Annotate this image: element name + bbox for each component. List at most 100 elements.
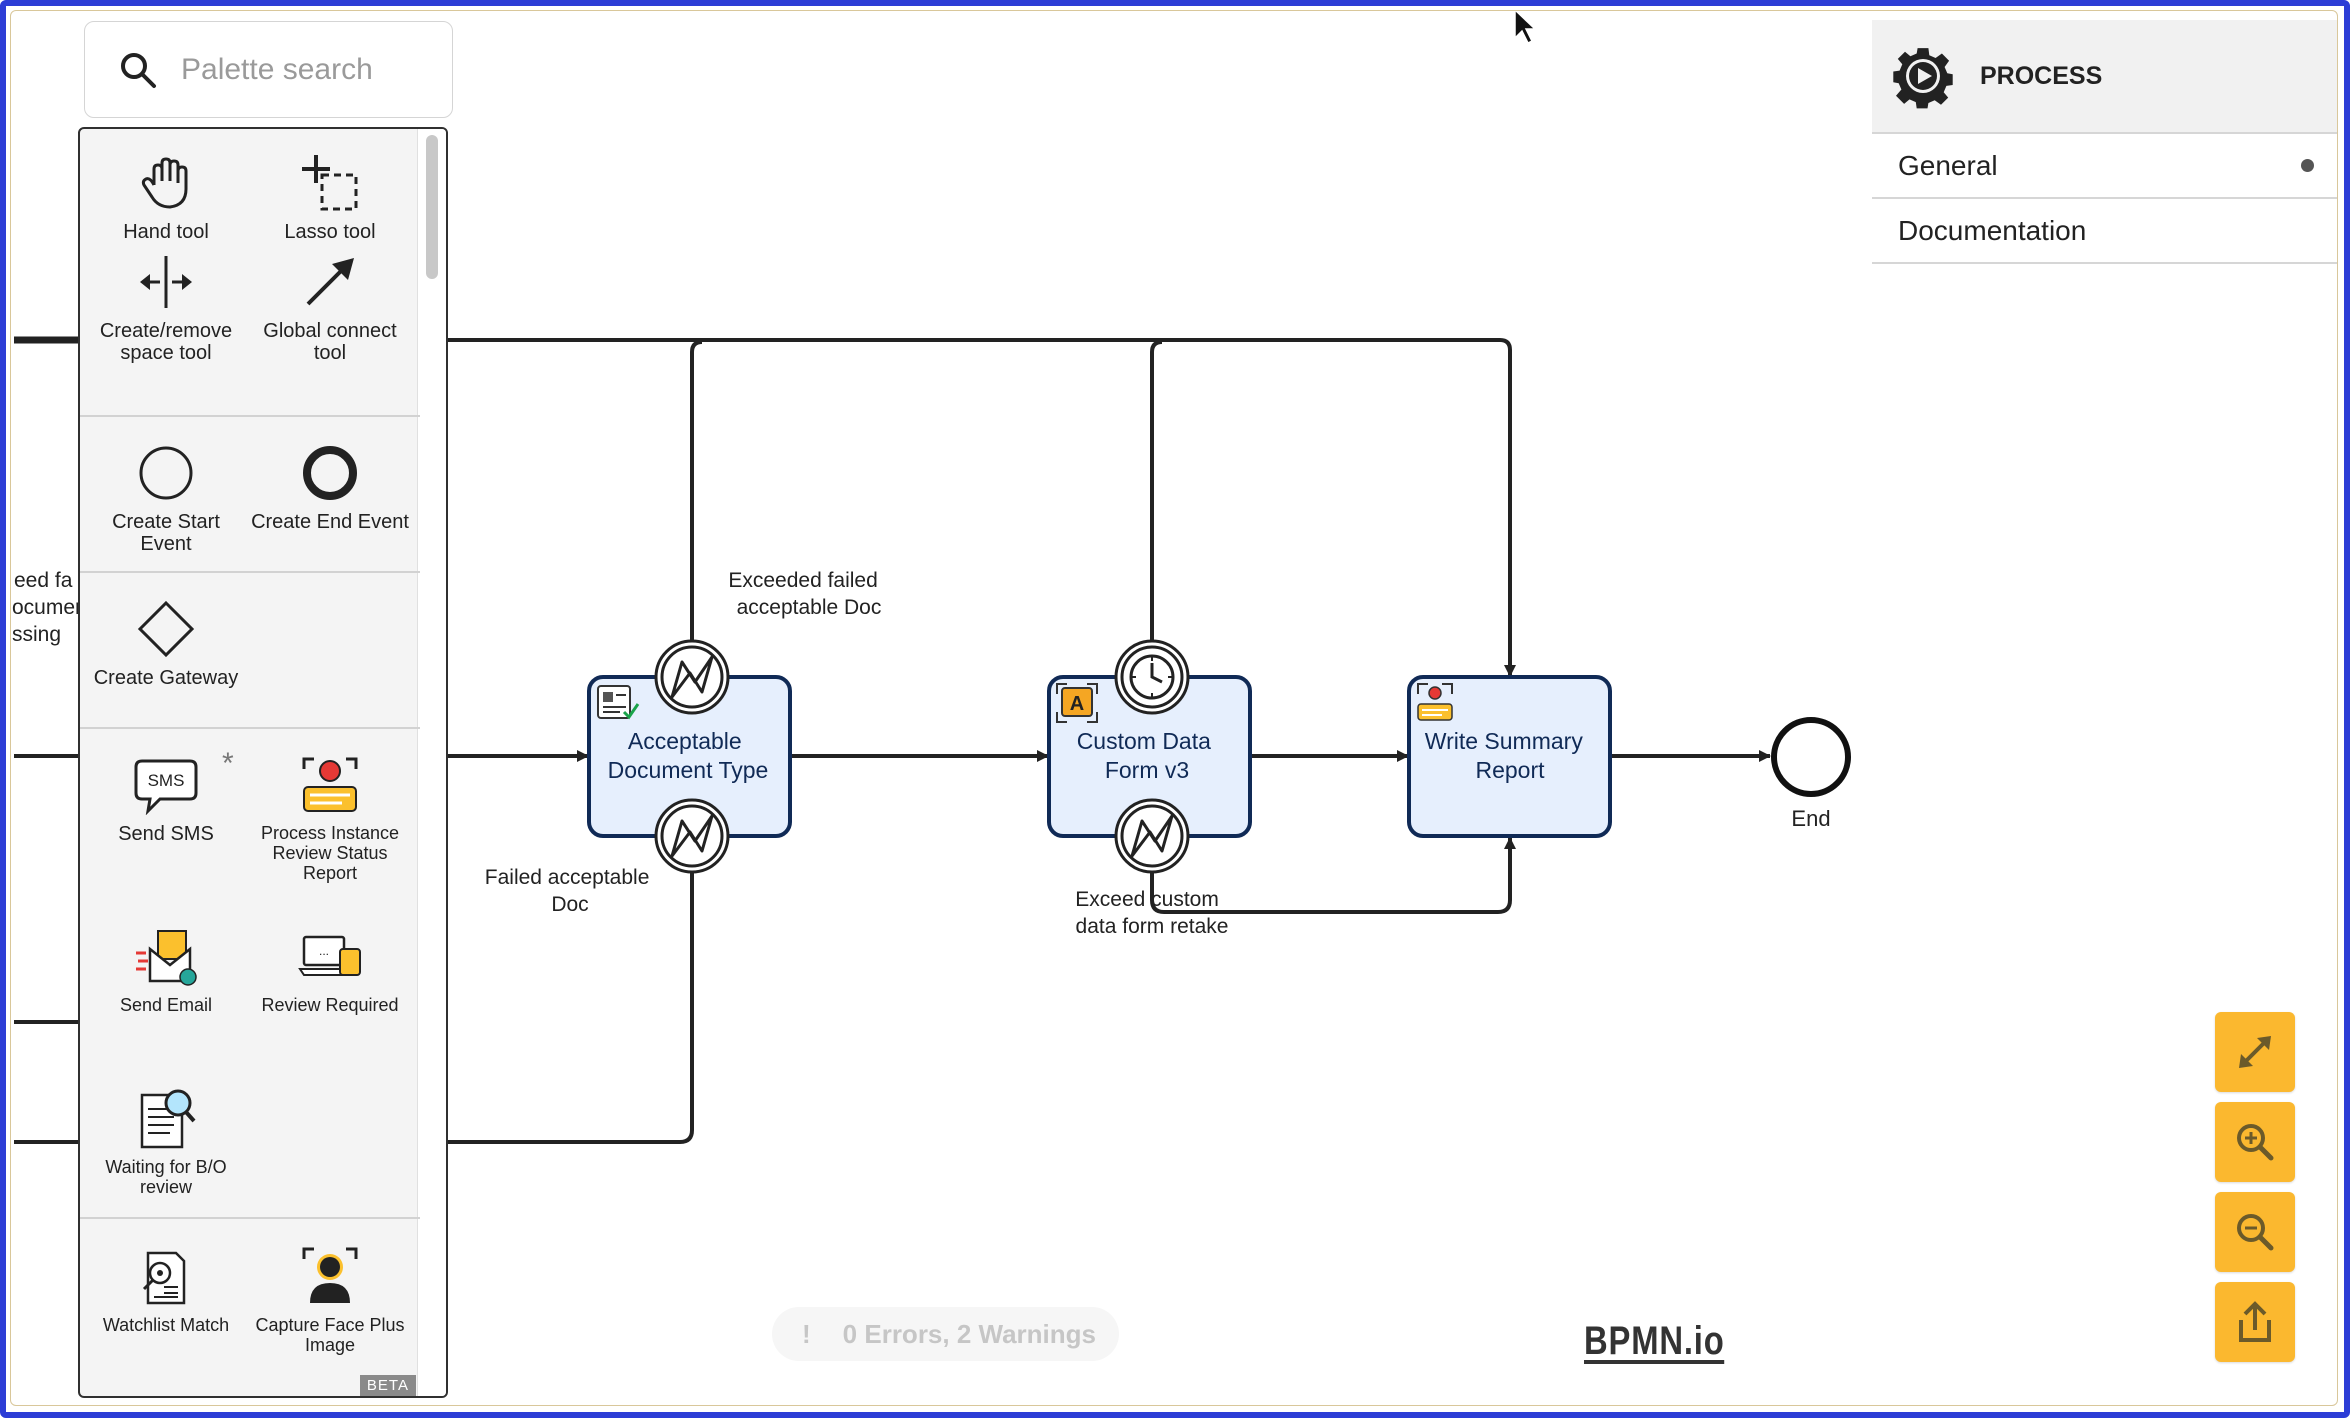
end-event-icon (303, 446, 357, 500)
svg-text:...: ... (319, 944, 329, 958)
end-event-label: End (1791, 806, 1830, 831)
palette-item-label: Capture Face Plus Image (255, 1315, 405, 1355)
properties-section-documentation[interactable]: Documentation (1872, 199, 2338, 264)
error-icon (670, 655, 714, 699)
palette-scrollbar[interactable] (417, 129, 446, 1396)
flow-label-failed-acceptable[interactable]: Failed acceptable Doc (485, 866, 655, 916)
section-label: Documentation (1898, 214, 2087, 246)
error-icon (1130, 814, 1174, 858)
palette-space-tool[interactable]: Create/remove space tool (84, 244, 248, 364)
palette-separator (80, 1217, 420, 1219)
linting-status-text: 0 Errors, 2 Warnings (842, 1318, 1097, 1349)
lasso-icon (302, 155, 358, 211)
palette-start-event[interactable]: Create Start Event (84, 435, 248, 555)
boundary-timer-event-custom-top[interactable] (1114, 639, 1190, 715)
palette-scroll-thumb[interactable] (426, 135, 438, 279)
watchlist-icon (142, 1251, 186, 1305)
svg-text:A: A (1070, 693, 1084, 715)
changed-indicator-dot (2301, 159, 2314, 172)
document-magnifier-icon (140, 1089, 196, 1149)
beta-badge: BETA (359, 1375, 416, 1396)
task-label: Write Summary Report (1425, 728, 1589, 783)
mouse-cursor-icon (1514, 8, 1537, 45)
flow-top-line[interactable] (14, 338, 1516, 677)
palette-hand-tool[interactable]: Hand tool (84, 145, 248, 243)
share-icon (2239, 1301, 2271, 1342)
palette-review-required[interactable]: ... Review Required (248, 919, 412, 1015)
palette-process-instance-review[interactable]: Process Instance Review Status Report (248, 747, 412, 883)
task-write-summary-report[interactable]: Write Summary Report (1407, 675, 1612, 838)
flow-label-exceeded-failed[interactable]: Exceeded failed acceptable Doc (728, 569, 883, 619)
palette-separator (80, 415, 420, 417)
task-custom-data-form[interactable]: A Custom Data Form v3 (1047, 675, 1252, 838)
start-event-icon (139, 446, 193, 500)
export-button[interactable] (2215, 1282, 2295, 1362)
zoom-out-icon (2237, 1214, 2274, 1251)
palette-search-input[interactable] (179, 51, 443, 88)
timer-icon (1129, 654, 1175, 700)
palette-search[interactable] (84, 21, 453, 118)
gateway-icon (137, 600, 195, 658)
space-tool-icon (140, 256, 192, 308)
flow-from-custom-boundary-top[interactable] (1150, 340, 1163, 640)
error-icon (670, 814, 714, 858)
palette-global-connect[interactable]: Global connect tool (248, 244, 412, 364)
hand-icon (141, 157, 188, 209)
face-scan-report-icon (1417, 683, 1453, 721)
sms-icon: SMS (134, 759, 198, 815)
document-check-icon (597, 685, 640, 720)
search-icon (121, 52, 156, 88)
flow-custom-retake-to-summary[interactable] (1150, 837, 1516, 914)
palette-item-label: Send Email (119, 995, 213, 1015)
zoom-out-button[interactable] (2215, 1192, 2295, 1272)
face-scan-report-icon (302, 757, 358, 812)
task-label: Custom Data Form v3 (1077, 728, 1218, 783)
section-label: General (1898, 149, 1998, 181)
palette-send-email[interactable]: Send Email (84, 919, 248, 1015)
palette-send-sms[interactable]: SMS * Send SMS (84, 747, 248, 845)
boundary-error-event-acceptable-top[interactable] (654, 639, 730, 715)
flow-failed-acceptable-down[interactable] (445, 872, 694, 1144)
properties-section-general[interactable]: General (1872, 134, 2338, 199)
capture-face-icon (302, 1247, 358, 1303)
expand-arrows-icon (2239, 1036, 2271, 1068)
fit-view-button[interactable] (2215, 1012, 2295, 1092)
palette-item-label: Hand tool (123, 221, 209, 243)
palette-capture-face[interactable]: Capture Face Plus Image (248, 1239, 412, 1355)
connect-arrow-icon (306, 258, 354, 306)
asterisk-badge: * (222, 747, 234, 780)
flow-label-exceed-custom[interactable]: Exceed custom data form retake (1075, 888, 1228, 938)
palette-waiting-bo-review[interactable]: Waiting for B/O review (84, 1081, 248, 1197)
linting-status[interactable]: ! 0 Errors, 2 Warnings (772, 1307, 1119, 1361)
palette[interactable]: Hand tool Lasso tool Create/remove space… (78, 127, 448, 1398)
palette-item-label: Create Start Event (112, 511, 220, 555)
zoom-in-button[interactable] (2215, 1102, 2295, 1182)
warning-icon: ! (802, 1318, 811, 1349)
svg-text:SMS: SMS (148, 771, 185, 790)
palette-separator (80, 571, 420, 573)
palette-item-label: Send SMS (118, 823, 214, 845)
properties-title: PROCESS (1980, 61, 2103, 90)
palette-watchlist-match[interactable]: Watchlist Match (84, 1239, 248, 1335)
palette-item-label: Create/remove space tool (99, 320, 233, 364)
palette-item-label: Waiting for B/O review (105, 1157, 227, 1197)
palette-lasso-tool[interactable]: Lasso tool (248, 145, 412, 243)
properties-panel[interactable]: PROCESS General Documentation (1872, 20, 2338, 264)
palette-item-label: Review Required (261, 995, 399, 1015)
palette-item-label: Watchlist Match (102, 1315, 230, 1335)
flow-from-acceptable-boundary-top[interactable] (690, 340, 703, 640)
palette-item-label: Lasso tool (284, 221, 376, 243)
palette-item-label: Create End Event (251, 511, 409, 533)
form-scan-icon: A (1056, 683, 1098, 723)
bpmn-io-logo[interactable]: BPMN.io (1584, 1319, 1725, 1364)
palette-gateway[interactable]: Create Gateway (84, 591, 248, 689)
flow-label-cut-off: eed fa ocumen ssing (12, 569, 93, 646)
palette-end-event[interactable]: Create End Event (248, 435, 412, 533)
email-icon (136, 930, 197, 986)
task-acceptable-document-type[interactable]: Acceptable Document Type (587, 675, 792, 838)
zoom-in-icon (2237, 1124, 2274, 1161)
boundary-error-event-custom-bottom[interactable] (1114, 798, 1190, 874)
end-event[interactable]: End (1771, 717, 1851, 831)
boundary-error-event-acceptable-bottom[interactable] (654, 798, 730, 874)
